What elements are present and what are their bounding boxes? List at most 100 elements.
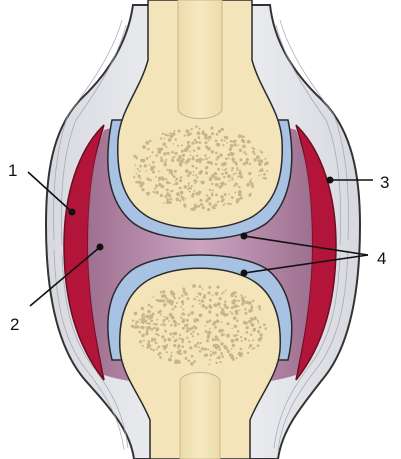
spongy-dot bbox=[229, 311, 231, 313]
spongy-dot bbox=[166, 192, 169, 195]
spongy-dot bbox=[140, 166, 142, 168]
spongy-dot bbox=[188, 184, 190, 186]
spongy-dot bbox=[203, 159, 205, 161]
spongy-dot bbox=[165, 159, 167, 161]
spongy-dot bbox=[151, 151, 153, 153]
spongy-dot bbox=[198, 141, 201, 144]
spongy-dot bbox=[204, 136, 208, 140]
spongy-dot bbox=[235, 338, 239, 342]
spongy-dot bbox=[244, 308, 246, 310]
spongy-dot bbox=[258, 305, 261, 308]
spongy-dot bbox=[246, 158, 249, 161]
spongy-dot bbox=[188, 328, 191, 331]
spongy-dot bbox=[216, 159, 218, 161]
spongy-dot bbox=[257, 330, 260, 333]
spongy-dot bbox=[222, 356, 224, 358]
spongy-dot bbox=[140, 321, 142, 323]
spongy-dot bbox=[152, 171, 155, 174]
spongy-dot bbox=[217, 168, 220, 171]
spongy-dot bbox=[180, 165, 182, 167]
spongy-dot bbox=[240, 336, 242, 338]
spongy-dot bbox=[264, 163, 267, 166]
spongy-dot bbox=[206, 194, 208, 196]
spongy-dot bbox=[250, 178, 252, 180]
spongy-dot bbox=[212, 351, 215, 354]
spongy-dot bbox=[207, 333, 210, 336]
spongy-dot bbox=[215, 139, 218, 142]
spongy-dot bbox=[249, 163, 251, 165]
spongy-dot bbox=[208, 139, 210, 141]
spongy-dot bbox=[231, 169, 233, 171]
spongy-dot bbox=[175, 179, 177, 181]
spongy-dot bbox=[172, 308, 174, 310]
spongy-dot bbox=[193, 325, 196, 328]
spongy-dot bbox=[159, 352, 162, 355]
spongy-dot bbox=[172, 300, 175, 303]
spongy-dot bbox=[191, 157, 194, 160]
spongy-dot bbox=[137, 168, 139, 170]
spongy-dot bbox=[229, 148, 232, 151]
spongy-dot bbox=[179, 179, 182, 182]
spongy-dot bbox=[179, 187, 182, 190]
spongy-dot bbox=[205, 141, 208, 144]
spongy-dot bbox=[187, 141, 190, 144]
spongy-dot bbox=[207, 208, 210, 211]
spongy-dot bbox=[160, 137, 162, 139]
spongy-dot bbox=[157, 346, 160, 349]
spongy-dot bbox=[216, 357, 218, 359]
spongy-dot bbox=[215, 304, 217, 306]
spongy-dot bbox=[187, 323, 189, 325]
spongy-dot bbox=[184, 134, 186, 136]
spongy-dot bbox=[171, 352, 173, 354]
spongy-dot bbox=[221, 335, 223, 337]
spongy-dot bbox=[164, 345, 168, 349]
spongy-dot bbox=[241, 135, 244, 138]
spongy-dot bbox=[231, 328, 233, 330]
spongy-dot bbox=[188, 330, 190, 332]
spongy-dot bbox=[245, 301, 248, 304]
spongy-dot bbox=[190, 333, 192, 335]
spongy-dot bbox=[169, 332, 172, 335]
spongy-dot bbox=[241, 139, 244, 142]
spongy-dot bbox=[214, 326, 217, 329]
spongy-dot bbox=[206, 320, 209, 323]
spongy-dot bbox=[196, 296, 198, 298]
label-3: 3 bbox=[380, 173, 389, 192]
spongy-dot bbox=[224, 300, 226, 302]
spongy-dot bbox=[148, 322, 151, 325]
spongy-dot bbox=[175, 182, 178, 185]
spongy-dot bbox=[212, 339, 215, 342]
spongy-dot bbox=[166, 351, 168, 353]
spongy-dot bbox=[208, 364, 210, 366]
spongy-dot bbox=[231, 312, 233, 314]
spongy-dot bbox=[184, 148, 188, 152]
spongy-dot bbox=[204, 154, 207, 157]
spongy-dot bbox=[236, 200, 239, 203]
spongy-dot bbox=[209, 189, 211, 191]
spongy-dot bbox=[153, 191, 155, 193]
spongy-dot bbox=[193, 171, 195, 173]
spongy-dot bbox=[191, 185, 193, 187]
spongy-dot bbox=[143, 340, 145, 342]
spongy-dot bbox=[170, 324, 172, 326]
spongy-dot bbox=[176, 302, 178, 304]
spongy-dot bbox=[197, 342, 200, 345]
spongy-dot bbox=[215, 163, 218, 166]
spongy-dot bbox=[207, 161, 210, 164]
spongy-dot bbox=[215, 204, 217, 206]
spongy-dot bbox=[211, 132, 214, 135]
spongy-dot bbox=[133, 176, 135, 178]
spongy-dot bbox=[222, 169, 224, 171]
spongy-dot bbox=[183, 350, 186, 353]
spongy-dot bbox=[166, 146, 168, 148]
spongy-dot bbox=[236, 320, 239, 323]
spongy-dot bbox=[246, 326, 249, 329]
spongy-dot bbox=[146, 329, 149, 332]
spongy-dot bbox=[135, 173, 137, 175]
spongy-dot bbox=[237, 330, 240, 333]
spongy-dot bbox=[208, 336, 210, 338]
spongy-dot bbox=[169, 135, 173, 139]
spongy-dot bbox=[234, 325, 237, 328]
spongy-dot bbox=[174, 305, 177, 308]
